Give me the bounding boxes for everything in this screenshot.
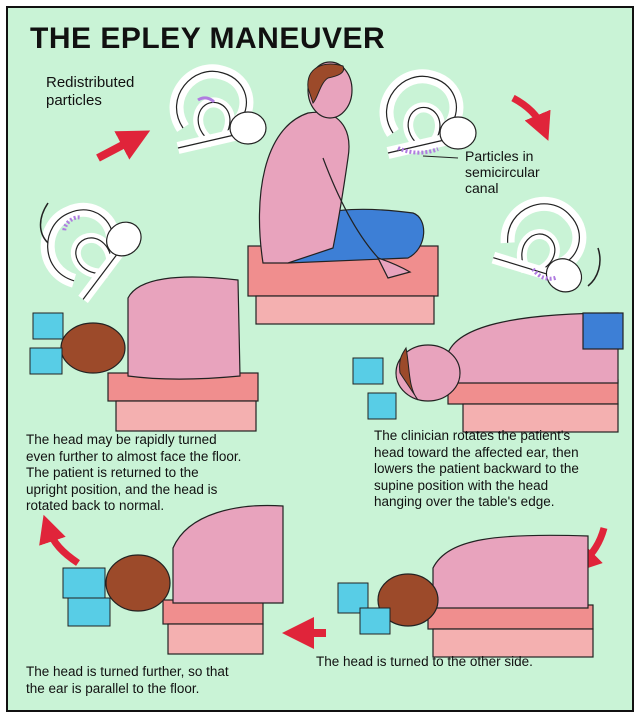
inner-ear-turned-left (33, 184, 151, 300)
caption-line: The head is turned to the other side. (316, 654, 533, 669)
rotation-arrow-right-ear (587, 247, 601, 287)
flow-arrow-2 (511, 94, 551, 141)
inner-ear-redistributed (177, 71, 266, 148)
caption-line: the ear is parallel to the floor. (26, 680, 200, 696)
caption-line: The head may be rapidly turned (26, 432, 217, 447)
epley-maneuver-illustration: THE EPLEY MANEUVER Redistributed particl… (6, 6, 634, 712)
caption-line: upright position, and the head is (26, 481, 218, 497)
caption-line: lowers the patient backward to the (374, 461, 579, 476)
inner-ear-particles-in-canal (387, 76, 476, 153)
patient-ear-parallel (62, 504, 284, 655)
inner-ear-turned-right (492, 190, 608, 301)
patient-head-other-side (337, 534, 594, 658)
caption-line: even further to almost face the floor. (26, 448, 242, 464)
caption-line: head toward the affected ear, then (374, 444, 579, 460)
caption-step-2: The clinician rotates the patient's head… (374, 428, 579, 511)
label-redistributed-particles: Redistributed particles (46, 74, 134, 110)
particles-leader-line (422, 155, 459, 159)
rotation-arrow-left-ear (39, 202, 49, 244)
flow-arrow-5 (39, 514, 80, 566)
label-line: particles (46, 92, 102, 109)
label-line: canal (465, 180, 499, 196)
caption-step-5: The head may be rapidly turned even furt… (26, 432, 241, 515)
patient-face-down (29, 276, 259, 432)
label-line: Redistributed (46, 74, 135, 91)
flow-arrow-1 (96, 130, 151, 162)
illustration-canvas (8, 61, 624, 658)
patient-seated (247, 61, 439, 325)
label-particles-in-canal: Particles in semicircular canal (465, 148, 540, 196)
label-line: semicircular (465, 164, 540, 180)
caption-line: supine position with the head (374, 477, 549, 493)
caption-line: hanging over the table's edge. (374, 494, 555, 509)
patient-supine-head-turned (352, 312, 624, 433)
page-title: THE EPLEY MANEUVER (30, 22, 386, 55)
caption-step-3: The head is turned to the other side. (316, 654, 533, 671)
caption-line: The head is turned further, so that (26, 664, 229, 679)
label-line: Particles in (465, 148, 534, 164)
caption-line: rotated back to normal. (26, 498, 165, 513)
caption-line: The clinician rotates the patient's (374, 428, 571, 443)
caption-line: The patient is returned to the (26, 465, 199, 480)
caption-step-4: The head is turned further, so that the … (26, 664, 229, 697)
